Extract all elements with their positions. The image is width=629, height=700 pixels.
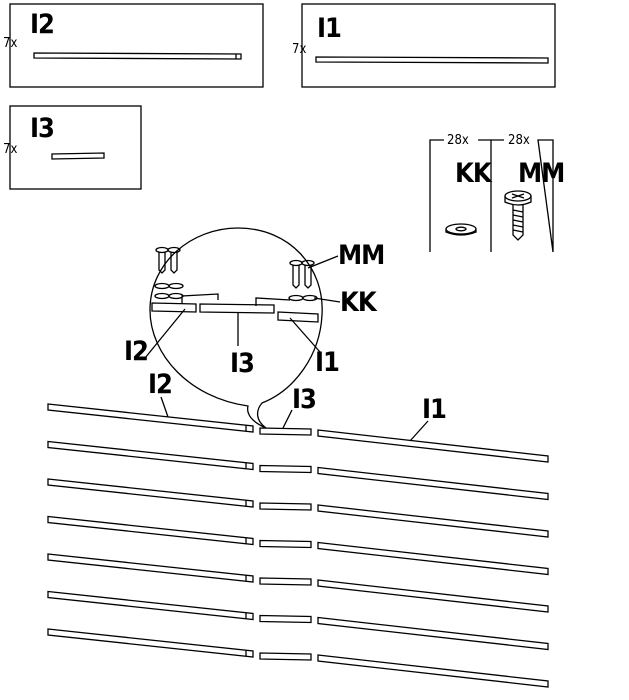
slat-i3 <box>259 464 312 474</box>
part-box-i3: 7x I3 <box>3 105 142 190</box>
callout-mm: MM <box>338 240 384 271</box>
slat-i2 <box>47 478 254 508</box>
slat-i3 <box>259 427 312 436</box>
slat-i3 <box>259 652 312 661</box>
slat-i3 <box>259 577 312 586</box>
callout-i3: I3 <box>292 384 316 415</box>
slat-i1 <box>317 466 549 501</box>
part-label: I3 <box>30 113 54 144</box>
screw-icon <box>504 190 532 241</box>
part-box-i1: 7x I1 <box>292 3 556 88</box>
slat-i2 <box>47 590 254 621</box>
hardware-qty: 28x <box>447 133 469 148</box>
slat-i2 <box>47 553 254 583</box>
row-callouts: I2 I3 I1 <box>148 369 447 442</box>
part-qty: 7x <box>3 36 17 51</box>
part-box-i2: 7x I2 <box>3 3 264 88</box>
slat-i1 <box>317 616 549 651</box>
slat-i1 <box>317 429 549 463</box>
hardware-label: MM <box>518 158 564 189</box>
slat-i2 <box>47 440 254 471</box>
slat-i2 <box>47 515 254 546</box>
screw-icon <box>155 246 315 289</box>
hardware-box: 28x 28x KK MM <box>429 133 565 253</box>
slat-i1-icon <box>315 56 549 64</box>
hardware-qty: 28x <box>508 133 530 148</box>
callout-kk: KK <box>340 287 378 318</box>
slat-i2 <box>47 628 254 658</box>
slat-i3-icon <box>51 152 105 160</box>
detail-magnifier: MM KK I2 I3 I1 <box>124 227 385 429</box>
part-qty: 7x <box>292 42 306 57</box>
slat-i1 <box>317 654 549 688</box>
washer-icon <box>154 282 318 302</box>
slat-i2-icon <box>33 52 242 60</box>
part-label: I2 <box>30 9 54 40</box>
callout-i1: I1 <box>315 347 339 378</box>
callout-i1: I1 <box>422 394 446 425</box>
part-qty: 7x <box>3 142 17 157</box>
slat-i3 <box>259 502 312 511</box>
slat-i3 <box>259 539 312 549</box>
slat-i2 <box>47 403 254 433</box>
detail-slats <box>151 293 319 323</box>
washer-icon <box>445 223 477 236</box>
hardware-label: KK <box>455 158 493 189</box>
callout-i2: I2 <box>148 369 172 400</box>
slat-i1 <box>317 541 549 576</box>
slat-i3 <box>259 614 312 624</box>
callout-i3: I3 <box>230 348 254 379</box>
slat-rows <box>47 403 549 688</box>
callout-i2: I2 <box>124 336 148 367</box>
slat-i1 <box>317 504 549 538</box>
slat-i1 <box>317 579 549 613</box>
part-label: I1 <box>317 13 341 44</box>
